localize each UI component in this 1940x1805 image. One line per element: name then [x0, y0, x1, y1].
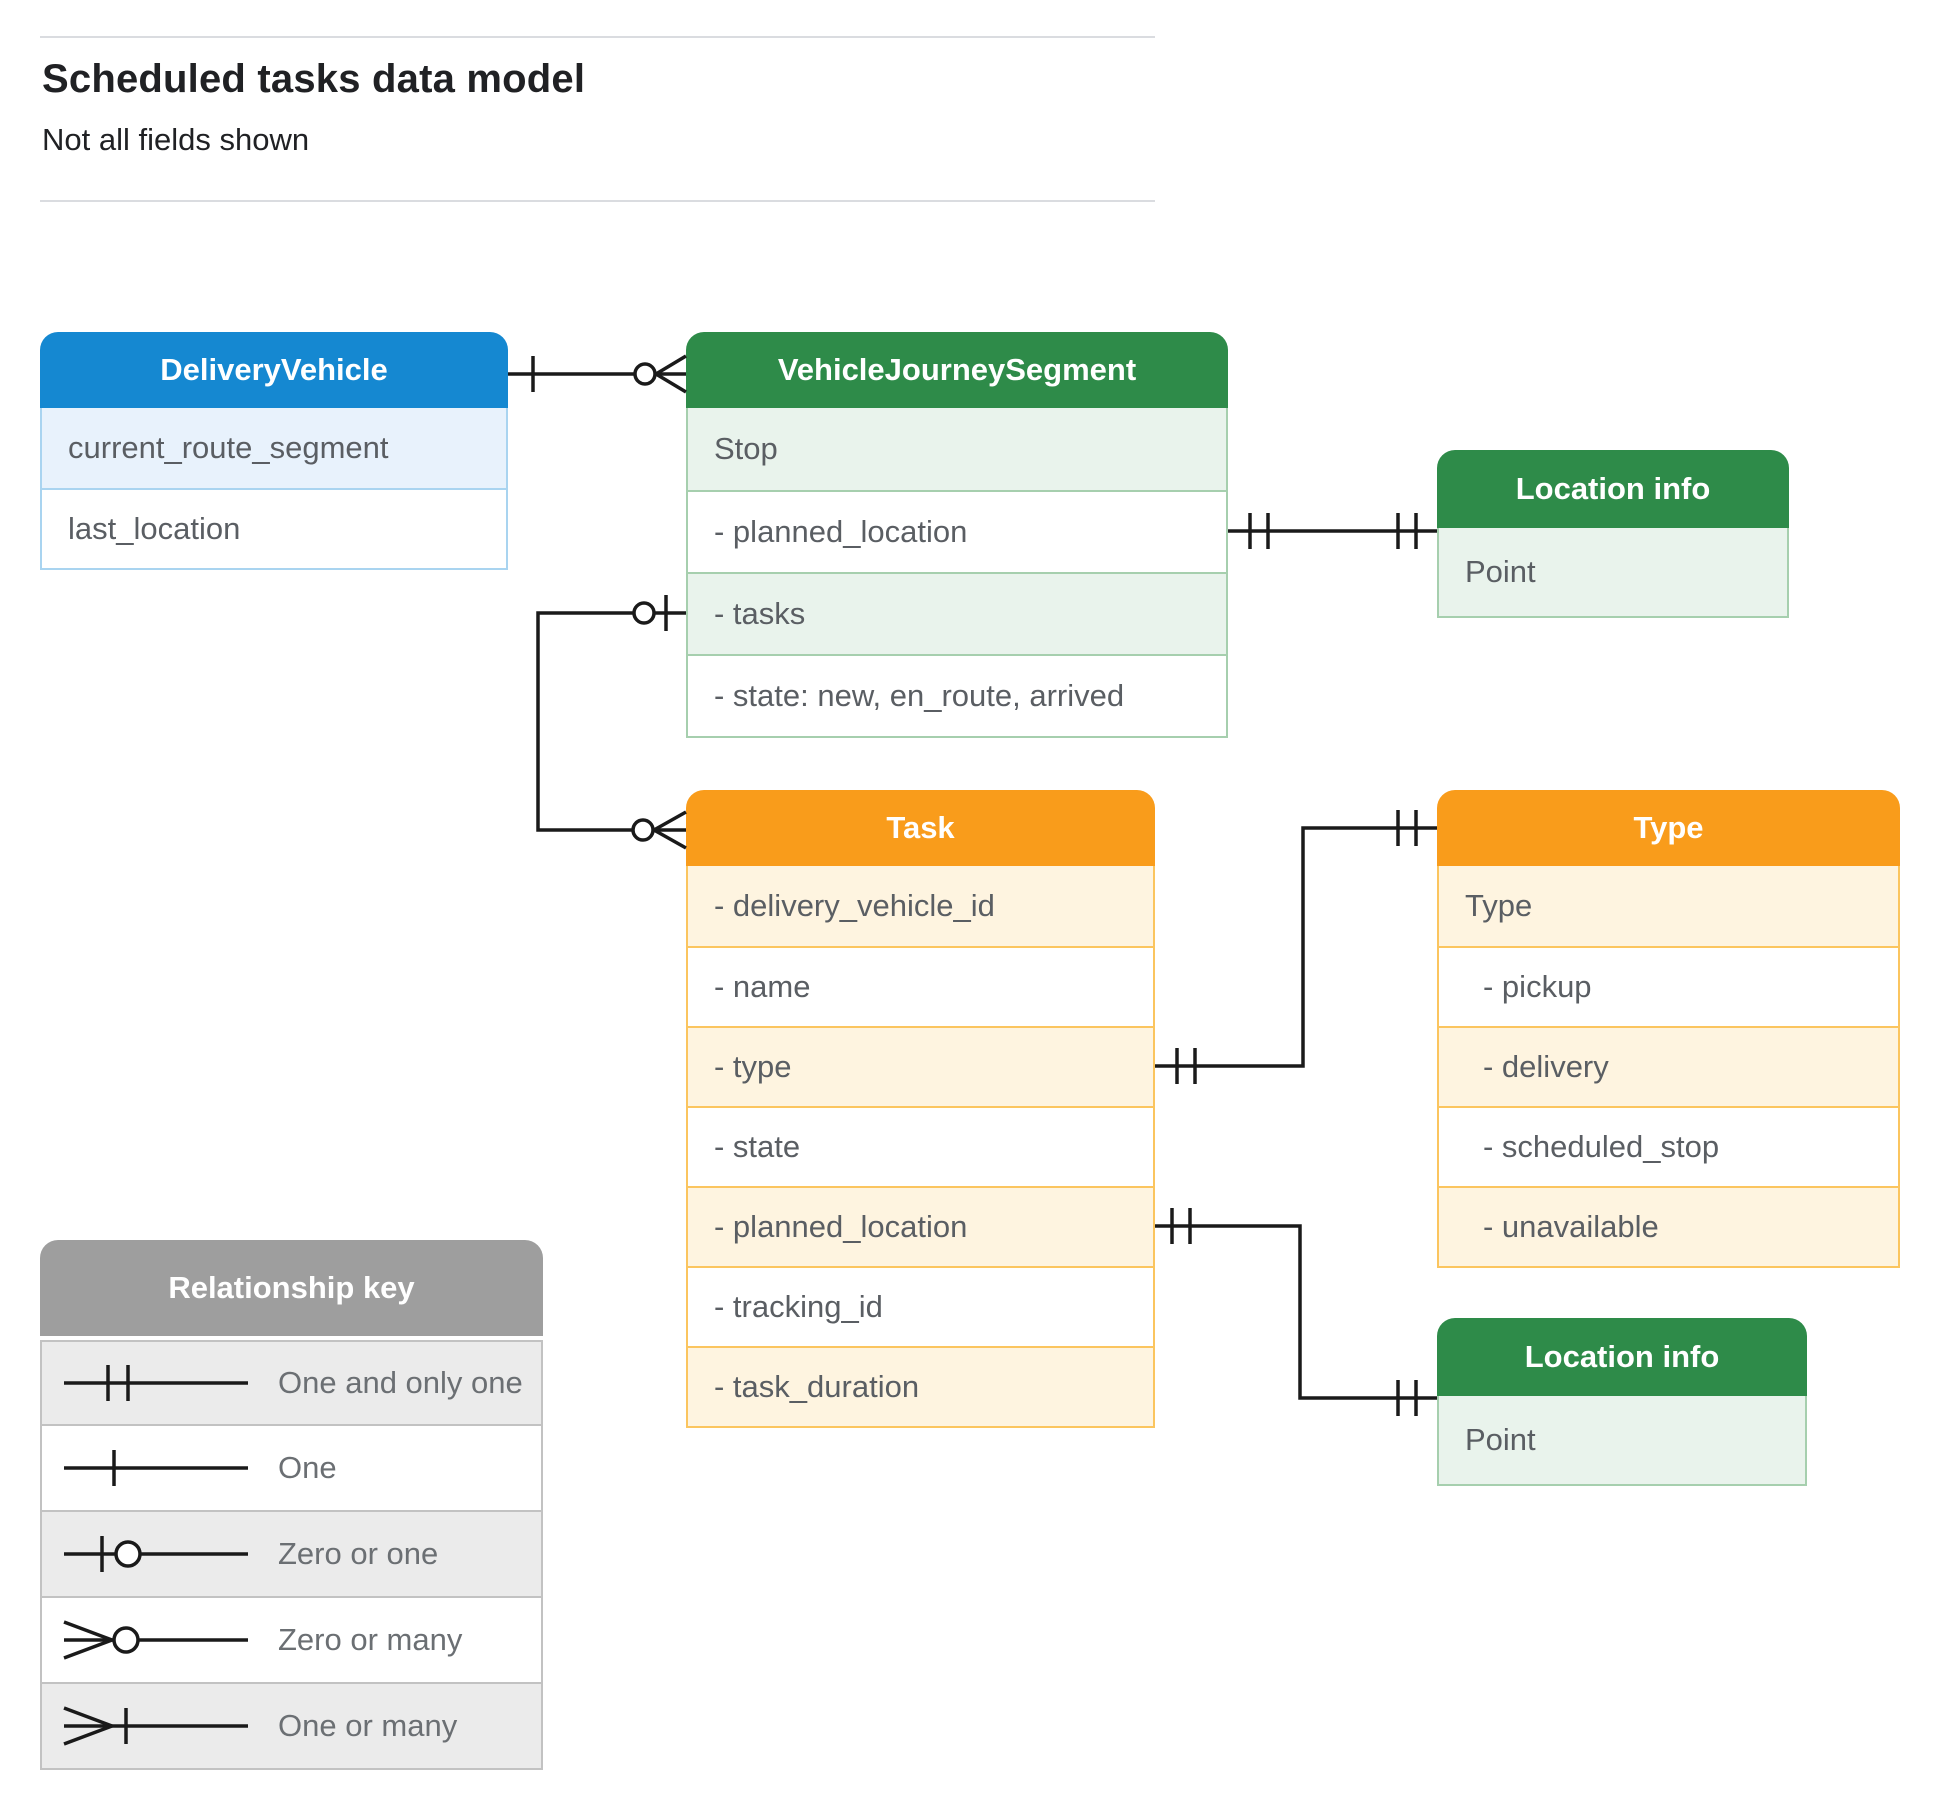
field-point-bottom: Point: [1439, 1396, 1805, 1484]
one-symbol: [64, 1450, 248, 1486]
legend-title: Relationship key: [40, 1240, 543, 1336]
field-stop: Stop: [688, 408, 1226, 490]
legend-label: One and only one: [278, 1365, 523, 1400]
field-type: - type: [688, 1026, 1153, 1106]
field-task-duration: - task_duration: [688, 1346, 1153, 1426]
legend-label: One or many: [278, 1708, 458, 1743]
field-type-header: Type: [1439, 866, 1898, 946]
field-point-top: Point: [1439, 528, 1787, 616]
field-delivery: - delivery: [1439, 1026, 1898, 1106]
field-name: - name: [688, 946, 1153, 1026]
field-state-enum: - state: new, en_route, arrived: [688, 654, 1226, 736]
connector-deliveryvehicle-vjs: [508, 356, 686, 392]
field-task-planned-location: - planned_location: [688, 1186, 1153, 1266]
legend-label: Zero or one: [278, 1536, 439, 1571]
entity-vehicle-journey-segment: VehicleJourneySegment Stop - planned_loc…: [686, 332, 1228, 738]
entity-delivery-vehicle-title: DeliveryVehicle: [40, 332, 508, 408]
entity-task-title: Task: [686, 790, 1155, 866]
field-pickup: - pickup: [1439, 946, 1898, 1026]
connector-task-type: [1155, 810, 1437, 1084]
legend-label: Zero or many: [278, 1622, 463, 1657]
entity-location-info-top-title: Location info: [1437, 450, 1789, 528]
page-subtitle: Not all fields shown: [42, 122, 310, 157]
entity-location-info-bottom: Location info Point: [1437, 1318, 1807, 1486]
legend-box: Relationship key One and only one One: [40, 1240, 543, 1770]
field-tracking-id: - tracking_id: [688, 1266, 1153, 1346]
entity-task: Task - delivery_vehicle_id - name - type…: [686, 790, 1155, 1428]
zero-or-one-symbol: [64, 1536, 248, 1572]
entity-location-info-top: Location info Point: [1437, 450, 1789, 618]
legend-item-one-and-only-one: One and only one: [40, 1340, 543, 1426]
one-and-only-one-symbol: [64, 1365, 248, 1401]
connector-task-locationinfo-bottom: [1155, 1208, 1437, 1416]
legend-item-one-or-many: One or many: [40, 1684, 543, 1770]
entity-location-info-bottom-title: Location info: [1437, 1318, 1807, 1396]
field-vjs-planned-location: - planned_location: [688, 490, 1226, 572]
field-unavailable: - unavailable: [1439, 1186, 1898, 1266]
field-current-route-segment: current_route_segment: [42, 408, 506, 488]
entity-vehicle-journey-segment-title: VehicleJourneySegment: [686, 332, 1228, 408]
header-divider: [40, 200, 1155, 202]
connector-vjs-locationinfo-top: [1228, 513, 1437, 549]
one-or-many-symbol: [63, 1706, 248, 1746]
entity-delivery-vehicle: DeliveryVehicle current_route_segment la…: [40, 332, 508, 570]
connector-vjs-task: [538, 595, 686, 848]
entity-type-title: Type: [1437, 790, 1900, 866]
field-scheduled-stop: - scheduled_stop: [1439, 1106, 1898, 1186]
legend-item-zero-or-one: Zero or one: [40, 1512, 543, 1598]
legend-item-zero-or-many: Zero or many: [40, 1598, 543, 1684]
legend-label: One: [278, 1450, 337, 1485]
top-divider: [40, 36, 1155, 38]
field-delivery-vehicle-id: - delivery_vehicle_id: [688, 866, 1153, 946]
entity-type: Type Type - pickup - delivery - schedule…: [1437, 790, 1900, 1268]
page-title: Scheduled tasks data model: [42, 57, 586, 101]
field-tasks: - tasks: [688, 572, 1226, 654]
field-state: - state: [688, 1106, 1153, 1186]
zero-or-many-symbol: [63, 1620, 248, 1660]
field-last-location: last_location: [42, 488, 506, 568]
legend-item-one: One: [40, 1426, 543, 1512]
